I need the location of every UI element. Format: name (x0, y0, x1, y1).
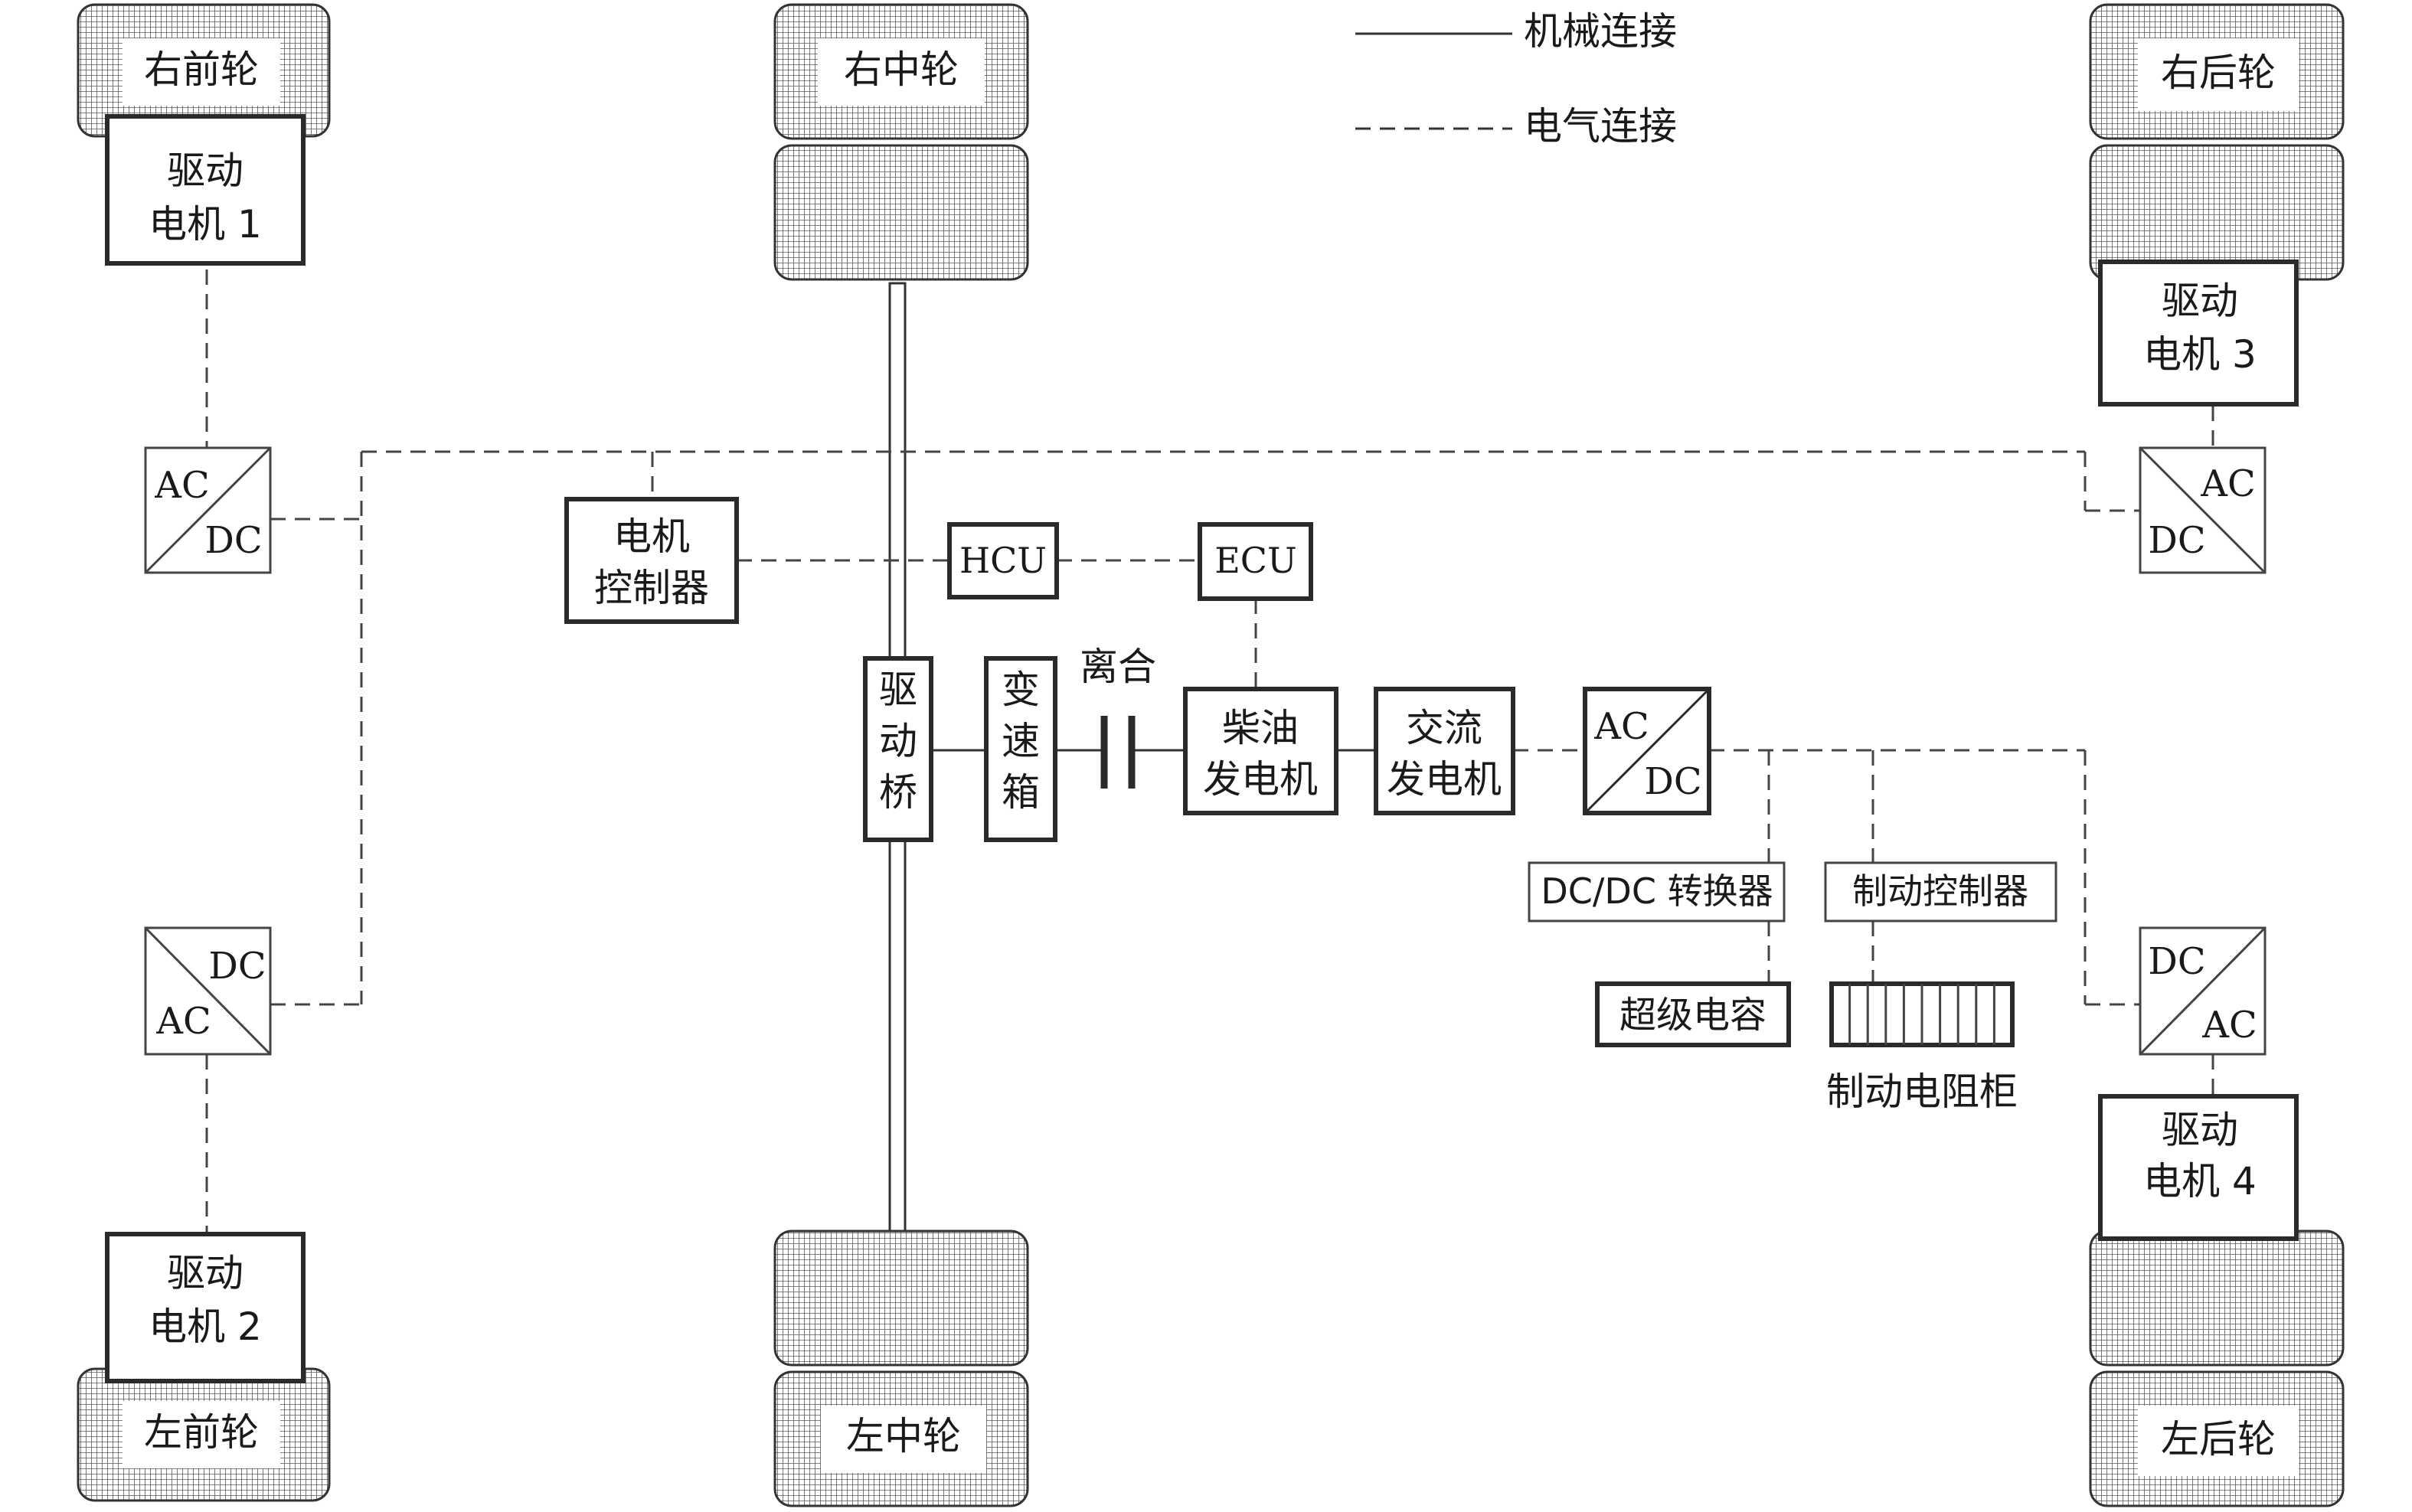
drive-axle-char1: 驱 (879, 668, 917, 712)
converter-top-left: AC DC (144, 446, 272, 574)
wheel-right-rear: 右后轮 (2089, 3, 2345, 281)
converter-bl-ac: AC (155, 1000, 211, 1043)
alternator-line2: 发电机 (1387, 757, 1502, 802)
resistor-bars (1848, 984, 1995, 1045)
legend-electrical-label: 电气连接 (1524, 104, 1677, 149)
wheel-right-front: 右前轮 (77, 3, 331, 138)
drive-motor-4: 驱动 电机 4 (2098, 1094, 2299, 1241)
converter-tl-ac: AC (154, 464, 209, 507)
wheel-left-rear: 左后轮 (2089, 1230, 2345, 1507)
hcu-box: HCU (947, 522, 1059, 599)
diesel-engine-box: 柴油 发电机 (1183, 687, 1338, 815)
wheel-label-left-middle: 左中轮 (846, 1414, 961, 1458)
motor2-line2: 电机 2 (149, 1305, 262, 1349)
legend-mechanical-label: 机械连接 (1524, 9, 1677, 54)
supercapacitor-box: 超级电容 (1595, 981, 1791, 1047)
wheel-right-middle: 右中轮 (773, 3, 1029, 281)
clutch: 离合 (1080, 645, 1156, 789)
diesel-line2: 发电机 (1203, 757, 1318, 802)
motor3-line1: 驱动 (2162, 279, 2238, 323)
drive-motor-1: 驱动 电机 1 (105, 114, 306, 266)
converter-br-ac: AC (2201, 1004, 2257, 1047)
motor4-line2: 电机 4 (2143, 1159, 2257, 1203)
converter-tr-dc: DC (2148, 519, 2205, 562)
wheel-left-middle: 左中轮 (773, 1230, 1029, 1507)
ecu-box: ECU (1198, 522, 1313, 601)
converter-bottom-right: DC AC (2139, 926, 2267, 1056)
electrical-connections (205, 269, 2214, 1234)
wheel-label-left-front: 左前轮 (144, 1410, 259, 1455)
legend: 机械连接 电气连接 (1355, 9, 1677, 149)
converter-tl-dc: DC (204, 519, 262, 562)
brake-resistor-cabinet: 制动电阻柜 (1826, 981, 2018, 1114)
brake-resistor-label: 制动电阻柜 (1826, 1070, 2018, 1114)
wheel-left-front: 左前轮 (77, 1367, 331, 1502)
motor1-line2: 电机 1 (149, 202, 262, 247)
ecu-label: ECU (1214, 540, 1297, 581)
gearbox-box: 变 速 箱 (984, 656, 1057, 842)
drive-axle-box: 驱 动 桥 (863, 656, 933, 842)
motor-controller: 电机 控制器 (564, 497, 739, 624)
drive-motor-3: 驱动 电机 3 (2098, 260, 2299, 407)
drive-axle-char3: 桥 (879, 770, 917, 815)
wheel-label-left-rear: 左后轮 (2161, 1417, 2276, 1461)
clutch-label: 离合 (1080, 645, 1156, 689)
drive-motor-2: 驱动 电机 2 (105, 1232, 306, 1383)
dcdc-converter-label: DC/DC 转换器 (1541, 870, 1773, 912)
motor4-line1: 驱动 (2162, 1108, 2238, 1152)
converter-center-ac: AC (1593, 705, 1649, 748)
brake-controller-box: 制动控制器 (1824, 861, 2057, 923)
motor2-line1: 驱动 (167, 1251, 243, 1295)
motor-controller-line2: 控制器 (594, 566, 709, 610)
alternator-box: 交流 发电机 (1374, 687, 1515, 815)
wheel-label-right-front: 右前轮 (144, 47, 259, 92)
converter-center-dc: DC (1644, 760, 1701, 803)
motor1-line1: 驱动 (167, 149, 243, 193)
converter-top-right: AC DC (2139, 446, 2267, 574)
converter-bottom-left: DC AC (144, 926, 272, 1056)
wheel-label-right-middle: 右中轮 (844, 47, 959, 92)
converter-tr-ac: AC (2200, 462, 2255, 505)
drive-axle-char2: 动 (879, 719, 917, 763)
gearbox-char2: 速 (1002, 719, 1040, 763)
supercapacitor-label: 超级电容 (1619, 994, 1767, 1037)
gearbox-char1: 变 (1002, 668, 1040, 712)
gearbox-char3: 箱 (1002, 770, 1040, 815)
motor-controller-line1: 电机 (613, 514, 690, 559)
wheel-label-right-rear: 右后轮 (2161, 51, 2276, 95)
converter-bl-dc: DC (208, 945, 266, 988)
alternator-line1: 交流 (1406, 706, 1482, 750)
converter-br-dc: DC (2148, 940, 2205, 983)
diesel-line1: 柴油 (1222, 706, 1299, 750)
hcu-label: HCU (959, 540, 1047, 581)
brake-controller-label: 制动控制器 (1852, 870, 2028, 912)
converter-center: AC DC (1583, 687, 1711, 815)
motor3-line2: 电机 3 (2143, 332, 2257, 377)
dcdc-converter-box: DC/DC 转换器 (1528, 861, 1786, 923)
